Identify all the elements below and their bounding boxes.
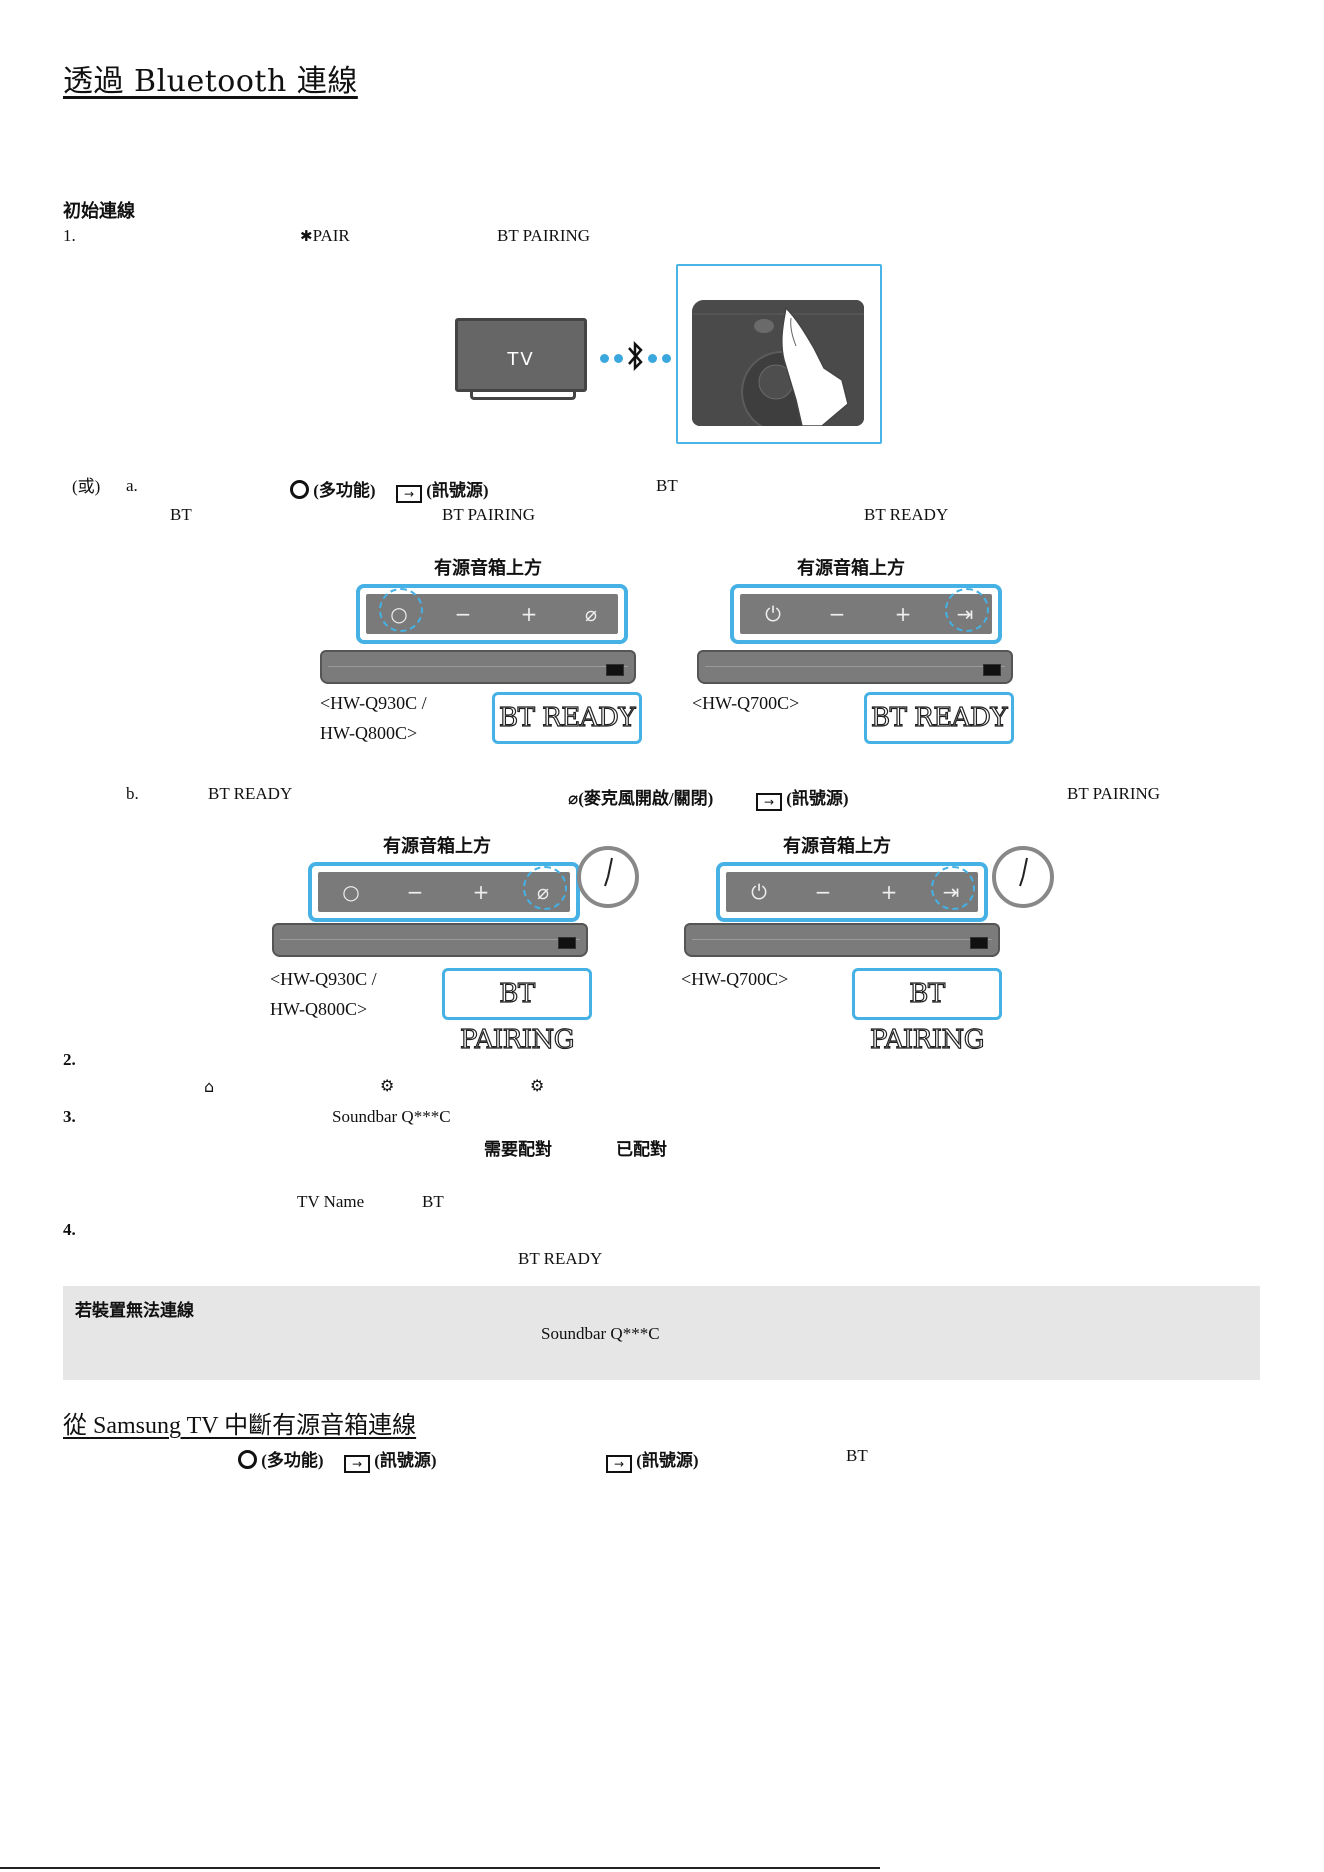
step-1-number: 1. (63, 226, 76, 245)
note-device: Soundbar Q***C (541, 1324, 660, 1343)
step-3-tv-name: TV Name (297, 1192, 365, 1211)
status-need-pair: 需要配對 (484, 1140, 552, 1159)
connection-dot (614, 354, 623, 363)
highlight-circle (931, 866, 975, 910)
step-a-source: → (訊號源) (396, 476, 489, 503)
timer-icon (992, 846, 1054, 908)
status-paired: 已配對 (616, 1140, 667, 1159)
connection-dot (648, 354, 657, 363)
soundbar-q700c (697, 650, 1013, 684)
highlight-circle (523, 866, 567, 910)
home-icon: ⌂ (204, 1077, 215, 1096)
step-4-number: 4. (63, 1220, 76, 1239)
step-1-pair: ✱PAIR (300, 226, 350, 245)
panel-caption: 有源音箱上方 (434, 558, 542, 579)
step-b-ready: BT READY (208, 784, 293, 803)
volume-down-icon: − (454, 602, 472, 626)
timer-icon (577, 846, 639, 908)
bt-pairing-display: BT PAIRING (442, 968, 592, 1056)
source-icon: → (396, 485, 422, 503)
step-a-line2-pairing: BT PAIRING (442, 505, 536, 524)
step-b-source: → (訊號源) (756, 784, 849, 811)
step-3-device: Soundbar Q***C (332, 1107, 451, 1126)
source-icon: → (606, 1455, 632, 1473)
settings-icon: ⚙ (530, 1076, 545, 1095)
power-icon: ⏻ (765, 602, 781, 626)
step-a-func: (多功能) (290, 476, 376, 501)
settings-icon: ⚙ (380, 1076, 395, 1095)
page-title: 透過 Bluetooth 連線 (63, 64, 358, 99)
volume-up-icon: + (472, 880, 490, 904)
volume-up-icon: + (520, 602, 538, 626)
mic-off-icon: ⌀ (584, 602, 598, 626)
note-title: 若裝置無法連線 (75, 1301, 194, 1320)
disconnect-heading: 從 Samsung TV 中斷有源音箱連線 (63, 1413, 417, 1439)
model-label: <HW-Q700C> (681, 969, 789, 989)
power-icon: ⏻ (751, 880, 767, 904)
step-2-number: 2. (63, 1050, 76, 1069)
step-b-label: b. (126, 784, 139, 803)
soundbar-q700c (684, 923, 1000, 957)
bluetooth-icon (626, 338, 644, 382)
disconnect-source-2: → (訊號源) (606, 1446, 699, 1473)
volume-up-icon: + (880, 880, 898, 904)
step-a-line2-bt: BT (170, 505, 192, 524)
tv-stand (470, 391, 576, 400)
button-panel-q930c: ○ − + ⌀ (356, 584, 628, 644)
disconnect-func: (多功能) (238, 1446, 324, 1471)
disconnect-source: → (訊號源) (344, 1446, 437, 1473)
remote-control-illustration (676, 264, 882, 444)
step-a-label: a. (126, 476, 138, 495)
bt-ready-display: BT READY (492, 692, 642, 744)
model-label: <HW-Q930C /HW-Q800C> (320, 693, 427, 743)
step-b-mic: ⌀(麥克風開啟/關閉) (568, 789, 714, 809)
highlight-circle (379, 588, 423, 632)
footer-rule (0, 1867, 880, 1869)
remote-control (692, 300, 864, 426)
source-icon: → (344, 1455, 370, 1473)
volume-up-icon: + (894, 602, 912, 626)
connection-dot (600, 354, 609, 363)
multifunction-icon (290, 480, 309, 499)
soundbar-q930c (272, 923, 588, 957)
connection-dot (662, 354, 671, 363)
panel-caption: 有源音箱上方 (783, 836, 891, 857)
bluetooth-icon: ✱ (300, 227, 313, 245)
volume-down-icon: − (406, 880, 424, 904)
multifunction-icon: ○ (342, 880, 360, 904)
source-icon: → (756, 793, 782, 811)
step-4-ready: BT READY (518, 1249, 603, 1268)
panel-caption: 有源音箱上方 (383, 836, 491, 857)
button-panel-q930c: ○ − + ⌀ (308, 862, 580, 922)
step-3-bt: BT (422, 1192, 444, 1211)
highlight-circle (945, 588, 989, 632)
multifunction-icon (238, 1450, 257, 1469)
button-panel-q700c: ⏻ − + ⇥ (716, 862, 988, 922)
button-panel-q700c: ⏻ − + ⇥ (730, 584, 1002, 644)
step-1-bt-pairing: BT PAIRING (497, 226, 591, 245)
disconnect-bt: BT (846, 1446, 868, 1465)
bt-pairing-display: BT PAIRING (852, 968, 1002, 1056)
troubleshoot-note: 若裝置無法連線 Soundbar Q***C (63, 1286, 1260, 1380)
step-3-number: 3. (63, 1107, 76, 1126)
volume-down-icon: − (814, 880, 832, 904)
step-a-bt: BT (656, 476, 678, 495)
panel-caption: 有源音箱上方 (797, 558, 905, 579)
volume-down-icon: − (828, 602, 846, 626)
tv-illustration: TV (455, 318, 587, 392)
or-label: (或) (72, 477, 101, 496)
soundbar-q930c (320, 650, 636, 684)
mic-off-icon: ⌀ (568, 789, 579, 809)
step-a-line2-ready: BT READY (864, 505, 949, 524)
model-label: <HW-Q930C /HW-Q800C> (270, 969, 377, 1019)
model-label: <HW-Q700C> (692, 693, 800, 713)
section-heading-initial: 初始連線 (63, 201, 135, 221)
step-b-pairing: BT PAIRING (1067, 784, 1161, 803)
bt-ready-display: BT READY (864, 692, 1014, 744)
